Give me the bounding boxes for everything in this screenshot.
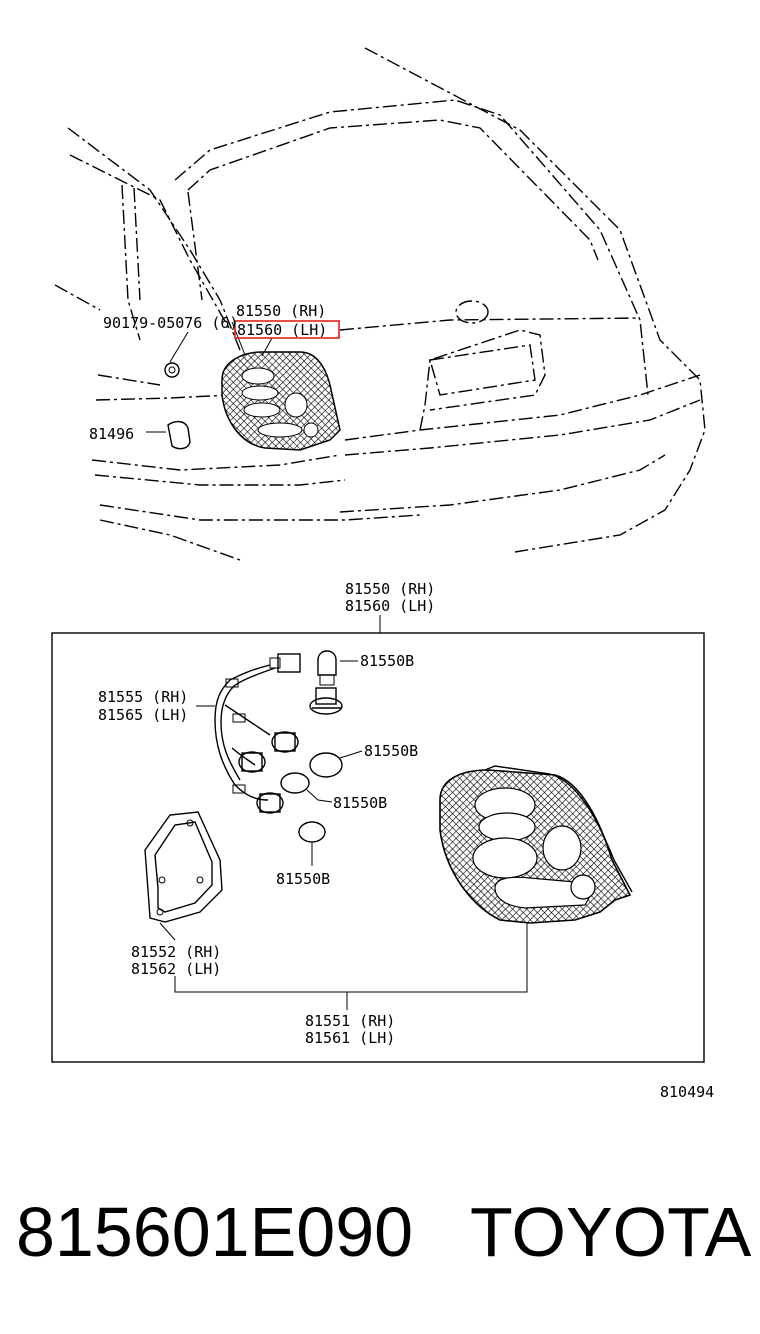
- label-top-rh: 81550 (RH): [236, 302, 326, 320]
- gasket-part: [144, 811, 223, 923]
- label-lens-rh: 81551 (RH): [305, 1012, 395, 1030]
- bulb-leader-3: [306, 789, 333, 803]
- label-assy-rh: 81550 (RH): [345, 580, 435, 598]
- label-bulb-2: 81550B: [364, 742, 418, 760]
- label-cover: 81496: [89, 425, 134, 443]
- bulb-a: [317, 650, 337, 686]
- nut-part: [164, 362, 180, 378]
- wire-harness: [214, 653, 301, 801]
- bulb-d: [298, 821, 326, 843]
- brand-name: TOYOTA: [470, 1193, 752, 1271]
- highlight-box: [234, 320, 340, 339]
- bulb-leader-2: [339, 750, 363, 759]
- bulb-c: [280, 772, 310, 794]
- tail-lamp-on-car: [221, 351, 341, 451]
- lens-part: [439, 765, 633, 924]
- label-assy-lh: 81560 (LH): [345, 597, 435, 615]
- label-bulb-4: 81550B: [276, 870, 330, 888]
- label-bulb-1: 81550B: [360, 652, 414, 670]
- label-lens-lh: 81561 (LH): [305, 1029, 395, 1047]
- car-body-outline: [54, 47, 706, 561]
- label-wire-lh: 81565 (LH): [98, 706, 188, 724]
- label-gasket-rh: 81552 (RH): [131, 943, 221, 961]
- lower-leader-lines: [159, 922, 528, 1010]
- part-number: 815601E090: [16, 1193, 413, 1271]
- socket-d: [256, 792, 284, 814]
- label-wire-rh: 81555 (RH): [98, 688, 188, 706]
- label-gasket-lh: 81562 (LH): [131, 960, 221, 978]
- bulb-b: [309, 752, 343, 778]
- label-top-lh: 81560 (LH): [237, 321, 327, 339]
- socket-b: [271, 731, 299, 753]
- label-nut: 90179-05076 (6): [103, 314, 238, 332]
- diagram-id: 810494: [660, 1083, 714, 1101]
- cover-part: [167, 420, 191, 450]
- label-bulb-3: 81550B: [333, 794, 387, 812]
- socket-a: [309, 687, 343, 715]
- exploded-view-box: [51, 632, 705, 1063]
- socket-c: [238, 751, 266, 773]
